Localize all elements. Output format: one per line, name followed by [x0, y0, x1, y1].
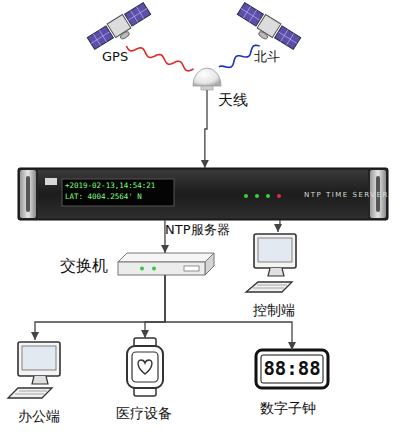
connector: [205, 90, 207, 168]
network-switch: [118, 253, 214, 275]
server-node: +2019-02-13,14:54:21LAT: 4004.2564' N NTP…: [18, 168, 388, 220]
satellite-body: [257, 14, 281, 37]
keyboard-keys: [253, 285, 287, 288]
switch-front: [118, 262, 205, 275]
panel-text: NTP TIME SERVER: [304, 192, 389, 200]
monitor-screen: [22, 346, 56, 370]
node-label: 数字子钟: [260, 401, 316, 416]
node-label: NTP服务器: [165, 223, 230, 237]
gps-satellite: [87, 2, 154, 55]
antenna-dome: [193, 68, 221, 90]
switch-side: [205, 253, 214, 275]
computer-node: 控制端: [246, 232, 296, 292]
switch-node: 交换机: [118, 253, 214, 275]
device-body: [127, 346, 163, 388]
device-strap: [134, 338, 156, 348]
solar-panel: [237, 3, 263, 27]
display-text: +2019-02-13,14:54:21: [65, 182, 155, 190]
satellite-node: GPS: [88, 8, 150, 48]
monitor-stand: [268, 268, 284, 276]
status-led: [277, 194, 281, 198]
signal-wave: [219, 45, 260, 67]
satellite-node: 北斗: [238, 8, 300, 48]
solar-panel: [87, 26, 113, 50]
switch-top: [118, 253, 214, 262]
satellite-dish: [258, 31, 269, 41]
connector: [278, 220, 280, 232]
panel-grid: [125, 3, 151, 27]
medical-device: [127, 338, 163, 396]
panel-grid: [275, 26, 301, 50]
connector: [35, 275, 165, 340]
satellite-dish: [119, 31, 130, 41]
monitor-stand: [32, 376, 48, 384]
satellite-body: [107, 14, 131, 37]
medical-node: 医疗设备: [126, 338, 164, 396]
handle-slot: [26, 176, 30, 212]
node-label: GPS: [102, 50, 128, 64]
rack-body: [18, 168, 388, 220]
clock-digits: 88:88: [256, 358, 328, 379]
brand-logo: [45, 178, 57, 185]
heart-symbol: [138, 360, 152, 374]
dome: [193, 68, 221, 86]
status-led: [244, 194, 248, 198]
control-computer: [246, 234, 296, 292]
status-led: [255, 194, 259, 198]
office-computer: [8, 342, 60, 398]
monitor-screen: [258, 238, 292, 262]
dome-base: [201, 86, 213, 90]
port-led: [152, 267, 156, 271]
monitor: [18, 342, 60, 376]
status-led: [266, 194, 270, 198]
computer-node: 办公端: [8, 340, 62, 398]
antenna-node: 天线: [192, 66, 222, 90]
connector: [145, 275, 165, 338]
switch-port: [184, 266, 199, 271]
digital-clock: [256, 350, 328, 388]
solar-panel: [125, 3, 151, 27]
monitor: [254, 234, 296, 268]
keyboard-keys: [15, 391, 47, 394]
lcd-display: [62, 179, 174, 206]
device-strap: [134, 386, 156, 396]
solar-panel: [275, 26, 301, 50]
node-label: 天线: [218, 92, 248, 109]
panel-grid: [87, 26, 113, 50]
display-text: LAT: 4004.2564' N: [65, 193, 142, 201]
keyboard: [246, 282, 292, 292]
node-label: 交换机: [60, 257, 108, 275]
node-label: 控制端: [253, 303, 295, 318]
node-label: 办公端: [18, 409, 60, 424]
port-led: [140, 267, 144, 271]
signal-wave: [126, 46, 193, 71]
keyboard: [8, 388, 52, 398]
beidou-satellite: [234, 2, 301, 55]
panel-grid: [237, 3, 263, 27]
node-label: 北斗: [254, 50, 280, 64]
rack-handle: [20, 170, 36, 218]
device-screen: [132, 352, 158, 382]
server-rack: [18, 168, 388, 220]
clock-frame: [256, 350, 328, 388]
node-label: 医疗设备: [116, 406, 172, 421]
clock-node: 88:88数字子钟: [256, 350, 328, 388]
